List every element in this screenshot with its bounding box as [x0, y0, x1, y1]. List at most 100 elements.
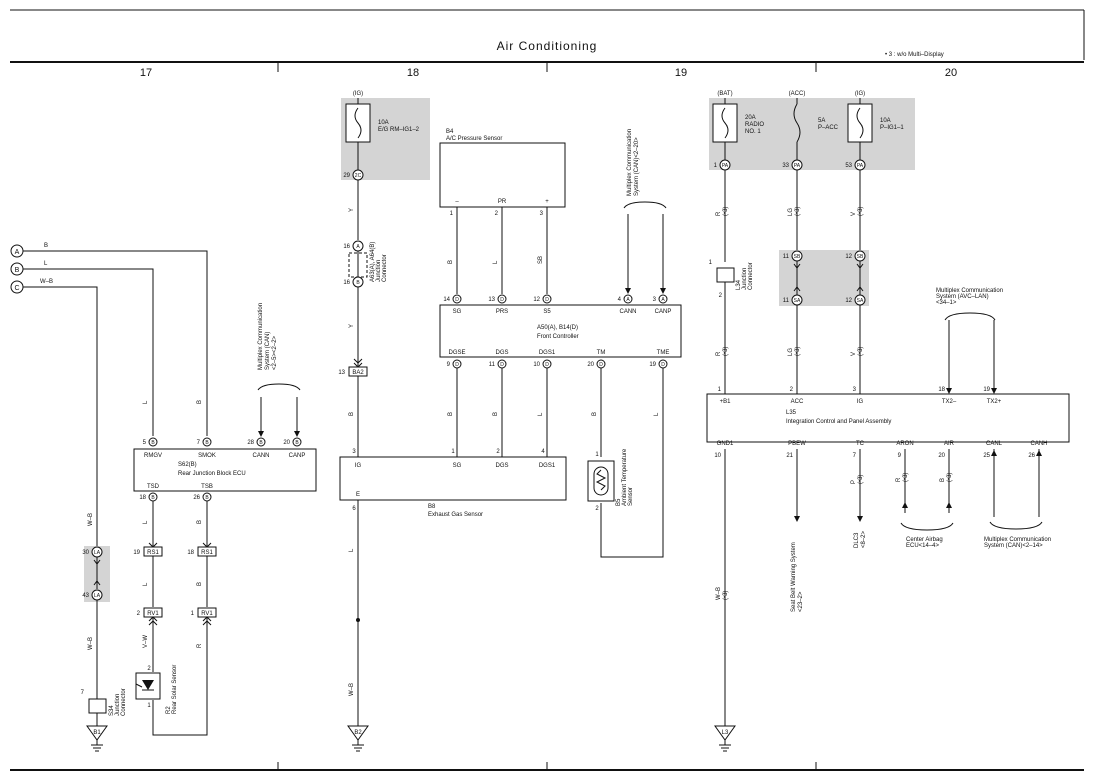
wire-label-rs1-b: B [197, 582, 203, 586]
svg-text:7: 7 [197, 440, 201, 446]
svg-text:4: 4 [618, 297, 622, 303]
connector-rs1-right: RS1 18 [187, 542, 217, 557]
svg-text:3: 3 [653, 297, 657, 303]
svg-text:12: 12 [845, 298, 852, 304]
b8-id: B8 [428, 504, 436, 510]
wire-label-gnd1-wb: W–B [716, 587, 722, 600]
wire-label-r: R [197, 643, 203, 648]
wire-label-acc-lg: LG [788, 208, 794, 216]
b4-pin-minus: – [455, 199, 459, 205]
svg-text:20: 20 [283, 440, 290, 446]
wire-label-b4-sb: SB [538, 256, 544, 264]
svg-text:11: 11 [783, 298, 790, 304]
a50-front-controller [439, 304, 682, 358]
b4-ac-pressure-sensor [439, 142, 566, 208]
svg-text:AIR: AIR [944, 441, 955, 447]
wire-note-ig-1: (•3) [858, 207, 864, 216]
svg-text:A: A [661, 297, 665, 303]
svg-text:L: L [44, 261, 48, 267]
s62-can-brace [257, 383, 301, 391]
svg-text:1: 1 [191, 611, 195, 617]
b4-num-1: 1 [450, 211, 454, 217]
ground-l3: L3 [714, 725, 736, 752]
svg-text:ARON: ARON [896, 441, 913, 447]
svg-text:13: 13 [338, 370, 345, 376]
svg-text:20: 20 [587, 362, 594, 368]
wire-label-b: B [197, 400, 203, 404]
connector-rv1-left: RV1 2 [137, 607, 163, 626]
wire-a-smok [23, 250, 208, 436]
svg-text:11: 11 [783, 254, 790, 260]
svg-text:PA: PA [722, 163, 729, 169]
svg-text:PBEW: PBEW [788, 441, 806, 447]
svg-text:RV1: RV1 [201, 611, 213, 617]
svg-text:D: D [455, 297, 459, 303]
wire-label-tsd-l: L [143, 520, 149, 524]
b4-num-2: 2 [495, 211, 499, 217]
s34-junction-connector: 7 S34 Junction Connector [81, 688, 127, 716]
ground-b1: B1 [86, 725, 108, 752]
a50-can-annotation: Multiplex CommunicationSystem (CAN)<2–20… [627, 129, 640, 196]
svg-text:13: 13 [488, 297, 495, 303]
svg-text:SMOK: SMOK [198, 453, 216, 459]
svg-text:5: 5 [143, 440, 147, 446]
svg-text:D: D [500, 297, 504, 303]
svg-text:PA: PA [857, 163, 864, 169]
input-c: C W–B [10, 279, 53, 294]
a50-id: A50(A), B14(D) [537, 325, 578, 331]
s62-name: Rear Junction Block ECU [178, 471, 246, 477]
wire-note-tc: (•3) [858, 475, 864, 484]
fuse-ig2-source: (IG) [855, 91, 865, 97]
svg-text:Ambient Temperature: Ambient Temperature [622, 448, 628, 506]
svg-text:B2: B2 [354, 730, 362, 736]
svg-text:28: 28 [247, 440, 254, 446]
svg-text:9: 9 [898, 453, 902, 459]
svg-text:CANP: CANP [289, 453, 306, 459]
fuse-block-bat-shade [709, 98, 915, 170]
svg-text:43: 43 [82, 593, 89, 599]
svg-text:RMGV: RMGV [144, 453, 162, 459]
column-17: 17 [140, 67, 152, 79]
wire-note-air: (•3) [947, 473, 953, 482]
svg-text:B: B [356, 280, 360, 286]
l35-integration-control-panel [706, 393, 1070, 443]
svg-text:CANH: CANH [1030, 441, 1047, 447]
svg-text:1: 1 [709, 260, 713, 266]
svg-text:IG: IG [857, 399, 864, 405]
svg-text:16: 16 [343, 244, 350, 250]
b8-name: Exhaust Gas Sensor [428, 512, 483, 518]
s62-id: S62(B) [178, 462, 197, 468]
seatbelt-annotation: Seat Belt Warning System<23–2> [791, 542, 804, 612]
svg-text:TX2+: TX2+ [987, 399, 1002, 405]
svg-text:TC: TC [856, 441, 865, 447]
svg-text:C: C [14, 285, 19, 292]
b4-name: A/C Pressure Sensor [446, 136, 502, 142]
svg-text:Junction: Junction [376, 260, 382, 282]
wire-label-e-wb: W–B [349, 683, 355, 696]
svg-text:B5: B5 [616, 498, 622, 506]
svg-text:20: 20 [938, 453, 945, 459]
fuse-bat-source: (BAT) [717, 91, 732, 97]
svg-text:10A: 10A [378, 120, 389, 126]
junction-sb-sa: SB 11 SB 12 SA 11 SA 12 [783, 250, 866, 306]
svg-text:11: 11 [489, 362, 496, 368]
svg-text:21: 21 [786, 453, 793, 459]
svg-text:LA: LA [94, 550, 101, 556]
svg-text:PRS: PRS [496, 309, 508, 315]
wire-label-dgse-b: B [448, 412, 454, 416]
l34-junction-connector: 1 2 L34 Junction Connector [709, 260, 754, 299]
wire-note-acc-1: (•3) [795, 207, 801, 216]
svg-text:7: 7 [81, 690, 85, 696]
l35-top-pins: 1 +B1 2 ACC 3 IG 18 TX2– 19 TX2+ [718, 387, 1002, 405]
connector-ba2: BA2 13 [338, 358, 368, 377]
svg-text:18: 18 [187, 550, 194, 556]
svg-text:A63(A), A64(B): A63(A), A64(B) [370, 242, 376, 282]
svg-text:TME: TME [657, 350, 670, 356]
s62-pin-tsd: B 18 TSD [139, 484, 160, 502]
footnote: • 3 : w/o Multi–Display [885, 52, 944, 58]
svg-text:Junction: Junction [742, 268, 748, 290]
b4-pin-pr: PR [498, 199, 507, 205]
svg-text:53: 53 [845, 163, 852, 169]
